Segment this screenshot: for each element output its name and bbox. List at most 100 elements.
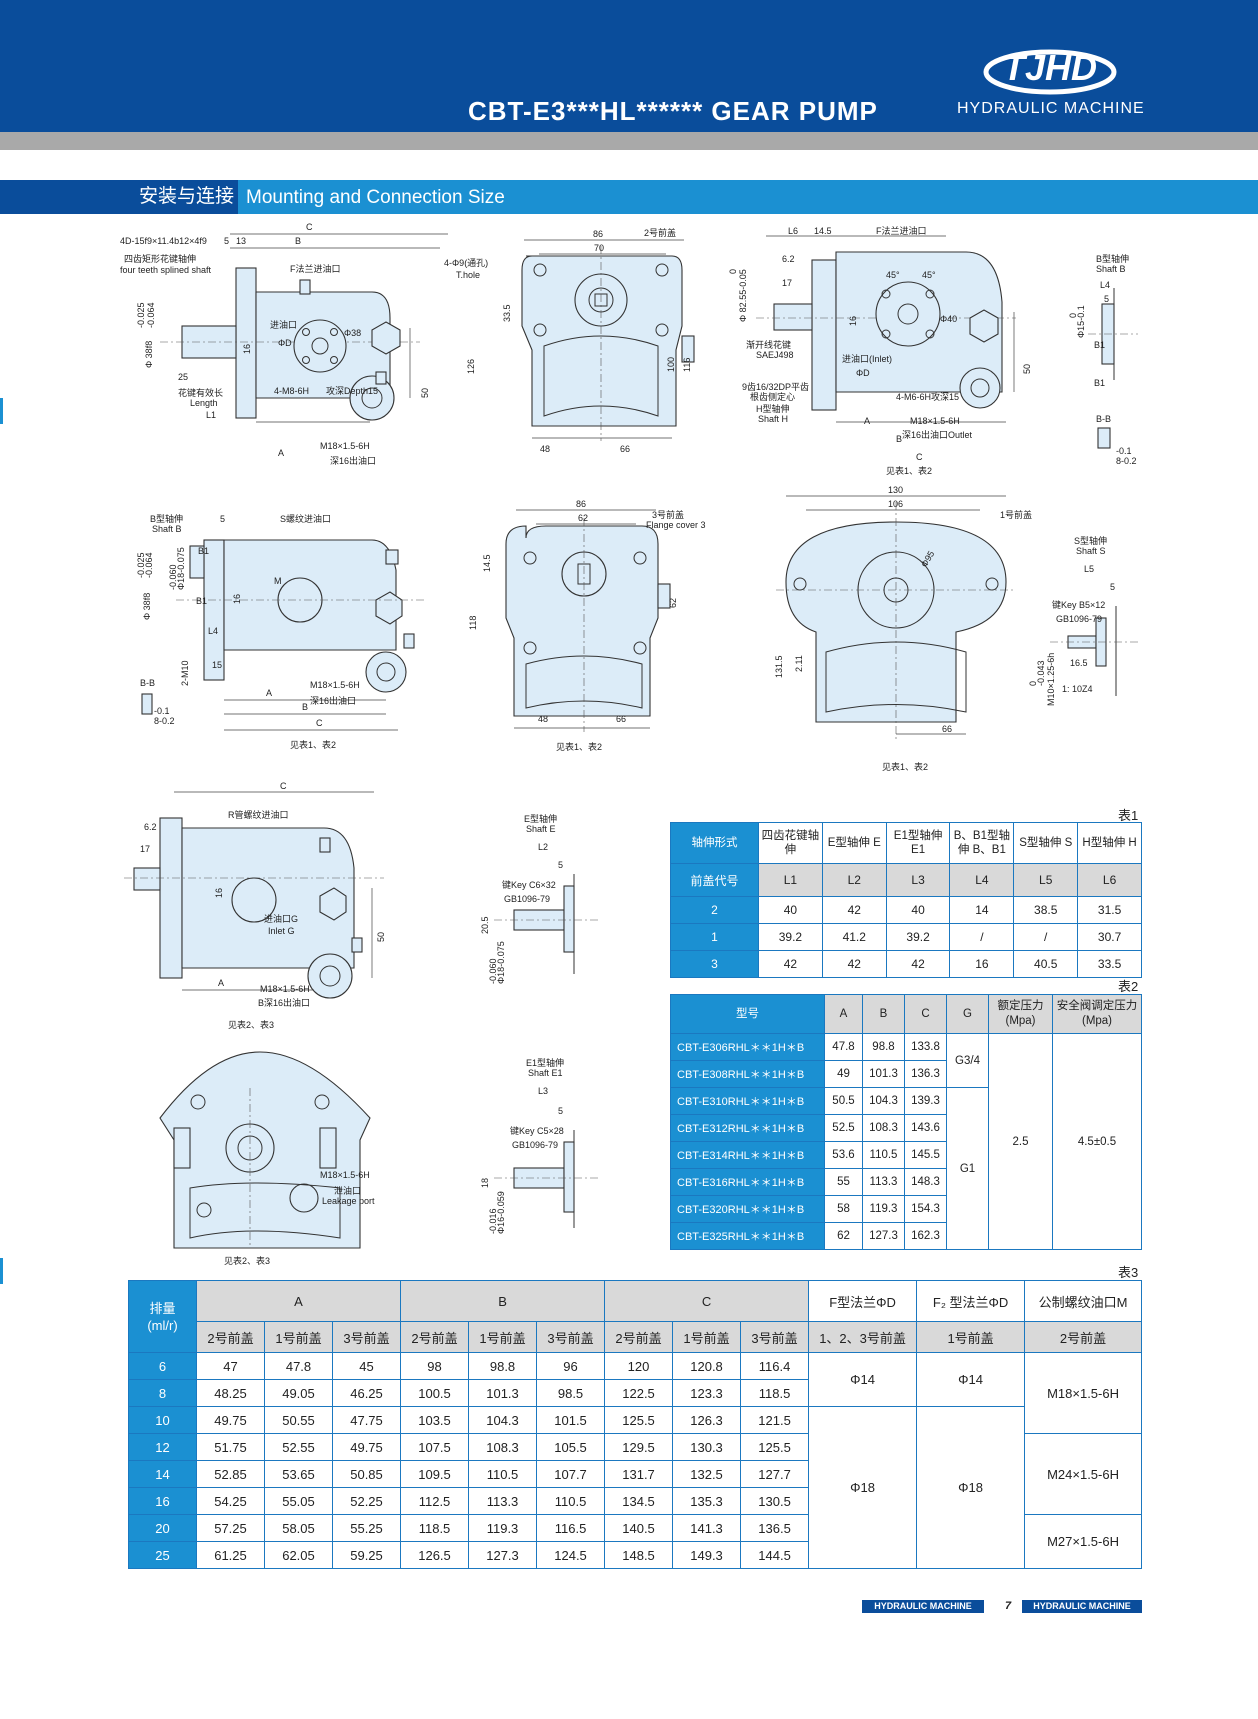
dim-label: L1 [206, 410, 216, 420]
dim-label: 见表1、表2 [886, 465, 932, 476]
dim-label: 8-0.2 [154, 716, 175, 726]
table-cell: 38.5 [1013, 896, 1079, 924]
dim-label: 16 [214, 888, 224, 898]
col-header: E1型轴伸 E1 [885, 822, 951, 864]
dim-label: 130 [888, 485, 903, 495]
dim-label: 14.5 [482, 554, 492, 572]
dim-label: -0.1 [154, 706, 170, 716]
table-cell: 42 [758, 950, 823, 978]
svg-text:TJHD: TJHD [1003, 47, 1097, 88]
drawing-leakage-port-view: M18×1.5-6H 泄油口 Leakage port 见表2、表3 [159, 1051, 375, 1266]
drawing-shaft-e1-detail: E1型轴伸 Shaft E1 L3 5 键Key C5×28 GB1096-79… [480, 1057, 599, 1234]
dim-label: B [295, 236, 301, 246]
dim-label: L3 [538, 1086, 548, 1096]
dim-label: 16 [232, 594, 242, 604]
dim-label: A [218, 978, 224, 988]
dim-label: 4-M6-6H攻深15 [896, 391, 959, 402]
table-cell: 129.5 [604, 1433, 674, 1461]
dim-label: B1 [1094, 378, 1105, 388]
table-cell: 16 [949, 950, 1015, 978]
dim-label: 66 [620, 444, 630, 454]
sub-header: 2号前盖 [604, 1321, 674, 1353]
table-cell: 109.5 [400, 1460, 470, 1488]
dim-label: -0.043 [1036, 660, 1046, 686]
displacement-value: 10 [128, 1406, 197, 1434]
dim-label: 见表1、表2 [556, 741, 602, 752]
table-cell: 30.7 [1077, 923, 1142, 951]
col-header: 安全阀调定压力(Mpa) [1052, 994, 1142, 1034]
table-cell: 41.2 [821, 923, 887, 951]
table-cell: 31.5 [1077, 896, 1142, 924]
sub-header: 1号前盖 [468, 1321, 538, 1353]
dim-label: L5 [1084, 564, 1094, 574]
table-shaft-lengths: 轴伸形式 四齿花键轴伸 E型轴伸 E E1型轴伸 E1 B、B1型轴伸 B、B1… [670, 822, 1142, 978]
sub-header: 1号前盖 [264, 1321, 333, 1353]
dim-label: M10×1.25-6h [1046, 653, 1056, 706]
model-name: CBT-E320RHL＊＊1H＊B [670, 1195, 825, 1223]
table-row: CBT-E314RHL＊＊1H＊B 53.6 110.5 145.5 [670, 1141, 1142, 1169]
table-cell: 108.3 [862, 1114, 905, 1142]
drawing-shaft-b-detail: B型轴伸 Shaft B L4 5 0 Φ15-0.1 B1 B1 B-B -0… [1068, 253, 1138, 466]
dim-label: M [274, 576, 282, 586]
dim-label: 13 [236, 236, 246, 246]
table-cell: 126.5 [400, 1541, 470, 1569]
table-cell: 105.5 [536, 1433, 606, 1461]
table-cell: 143.6 [904, 1114, 947, 1142]
sub-header: 2号前盖 [196, 1321, 265, 1353]
dim-label: 25 [178, 372, 188, 382]
table-cell: 50.85 [331, 1460, 402, 1488]
row-header: 前盖代号 [670, 863, 759, 897]
col-code: L2 [821, 863, 887, 897]
dim-label: Inlet G [268, 926, 295, 936]
dim-label: M18×1.5-6H [320, 1170, 370, 1180]
table-cell: 53.6 [824, 1141, 863, 1169]
drawing-front-cover1-view: 130 106 1号前盖 Φ95 131.5 2.11 66 见表1、表2 [774, 485, 1032, 772]
table-cell: 52.25 [331, 1487, 402, 1515]
rated-pressure: 2.5 [988, 1033, 1053, 1250]
dim-label: -0.060 [168, 564, 178, 590]
table-cell: 132.5 [672, 1460, 742, 1488]
dim-label: Φ40 [940, 314, 957, 324]
dim-label: A [278, 448, 284, 458]
table-cell: 55.05 [264, 1487, 333, 1515]
drawing-shaft-s-detail: S型轴伸 Shaft S L5 5 键Key B5×12 GB1096-79 0… [1028, 535, 1140, 706]
table-cell: 116.5 [536, 1514, 606, 1542]
table-row: CBT-E325RHL＊＊1H＊B 62 127.3 162.3 [670, 1222, 1142, 1250]
table-cell: 141.3 [672, 1514, 742, 1542]
table-cell: 116.4 [740, 1352, 810, 1380]
model-name: CBT-E316RHL＊＊1H＊B [670, 1168, 825, 1196]
sub-header: 2号前盖 [1024, 1321, 1142, 1353]
table-cell: 110.5 [862, 1141, 905, 1169]
table-row: CBT-E312RHL＊＊1H＊B 52.5 108.3 143.6 [670, 1114, 1142, 1142]
dim-label: C [280, 781, 287, 791]
table2-label: 表2 [1118, 979, 1139, 994]
dim-label: 14.5 [814, 226, 832, 236]
table-cell: 110.5 [536, 1487, 606, 1515]
col-header: 额定压力(Mpa) [988, 994, 1053, 1034]
dim-label: -0.064 [146, 302, 156, 328]
table-cell: 55.25 [331, 1514, 402, 1542]
dim-label: 根齿侧定心 [750, 391, 795, 402]
table-cell: / [1013, 923, 1079, 951]
table-displacement-dimensions: 排量 (ml/r) A B C F型法兰ΦD F₂ 型法兰ΦD 公制螺纹油口M … [128, 1280, 1142, 1569]
col-header: C [904, 994, 947, 1034]
col-header: A [824, 994, 863, 1034]
dim-label: B1 [1094, 340, 1105, 350]
sub-header: 1号前盖 [916, 1321, 1026, 1353]
brand-subtitle: HYDRAULIC MACHINE [957, 100, 1145, 117]
table-cell: 122.5 [604, 1379, 674, 1407]
dim-label: F法兰进油口 [290, 263, 341, 274]
table-cell: 62.05 [264, 1541, 333, 1569]
group-header: 公制螺纹油口M [1024, 1280, 1142, 1322]
table-row: 6 47 47.8 45 98 98.8 96 120 120.8 116.4 … [128, 1352, 1142, 1434]
table-cell: 55 [824, 1168, 863, 1196]
dim-label: 17 [140, 844, 150, 854]
table-cell: 49.05 [264, 1379, 333, 1407]
col-header: B [862, 994, 905, 1034]
table-cell: 101.5 [536, 1406, 606, 1434]
table-cell: 130.5 [740, 1487, 810, 1515]
sub-header: 3号前盖 [740, 1321, 810, 1353]
dim-label: M18×1.5-6H [310, 680, 360, 690]
displacement-value: 25 [128, 1541, 197, 1569]
table-cell: 113.3 [862, 1168, 905, 1196]
